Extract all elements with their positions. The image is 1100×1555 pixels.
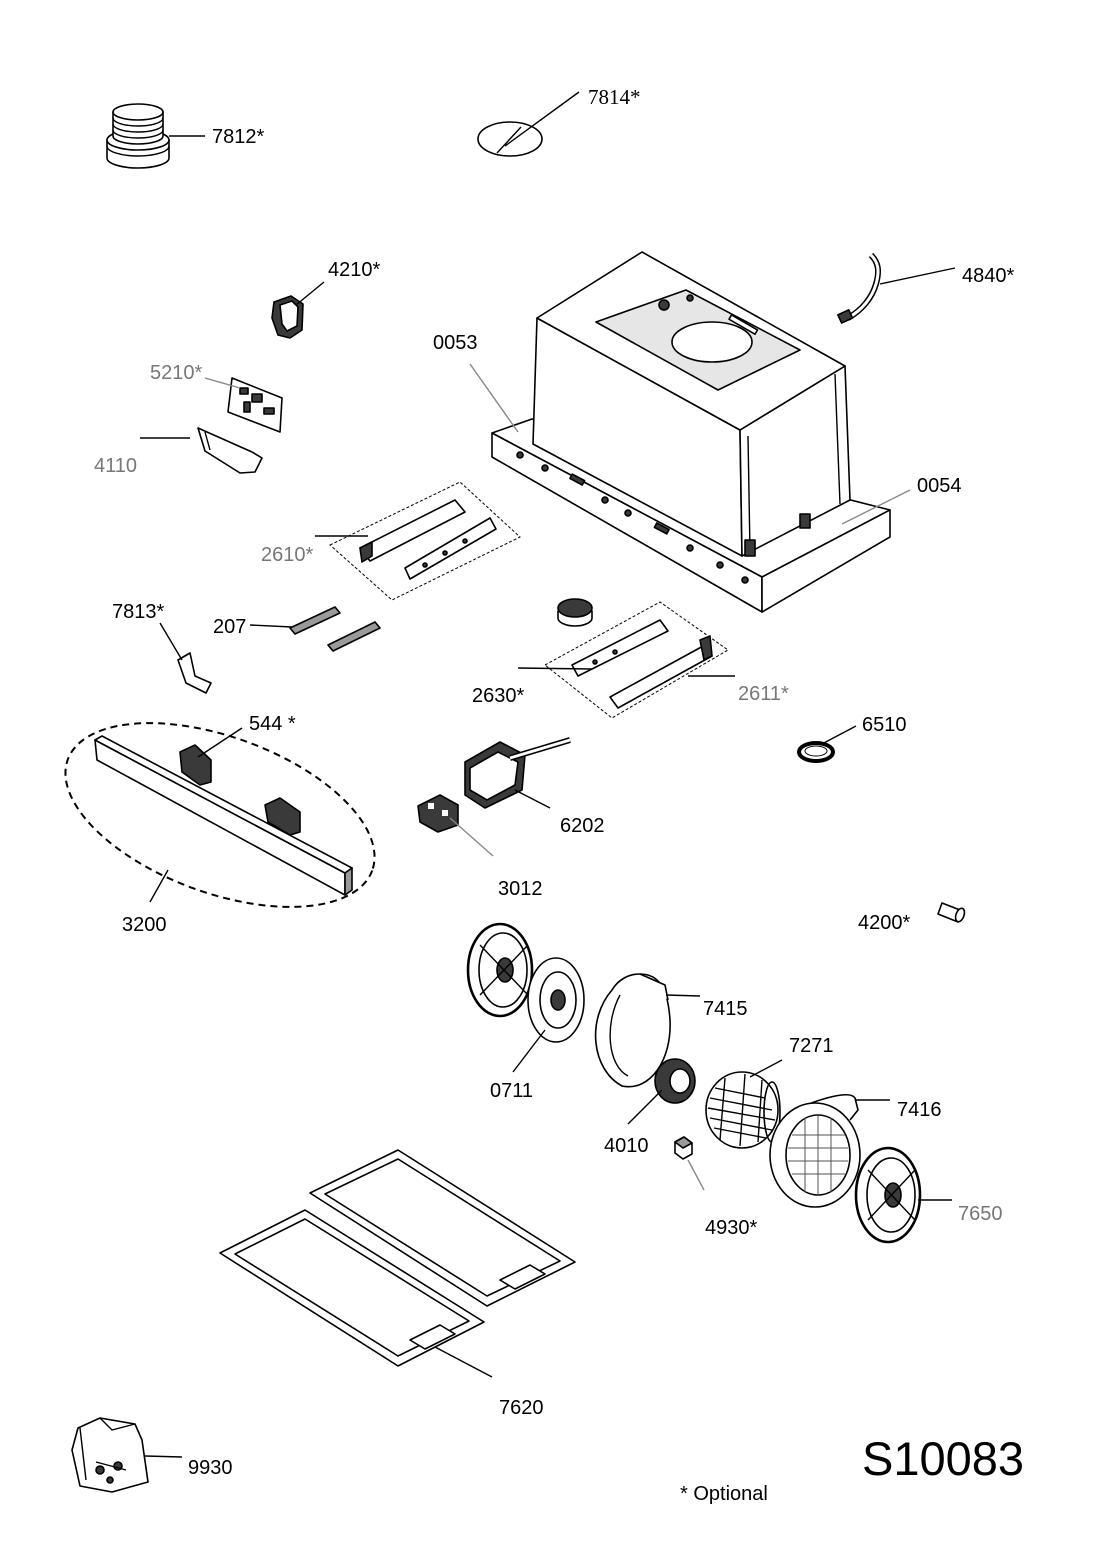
label-7620: 7620 xyxy=(499,1397,544,1419)
rail-kit-2630-2611 xyxy=(544,601,729,719)
front-panel-3200 xyxy=(64,722,376,908)
leader-7415 xyxy=(665,994,701,997)
label-4200: 4200* xyxy=(858,912,910,934)
box-top-opening xyxy=(671,321,753,363)
label-0711: 0711 xyxy=(490,1080,533,1102)
leader-7271 xyxy=(749,1059,783,1078)
knob xyxy=(557,598,593,627)
leader-6202 xyxy=(514,789,551,809)
label-7814: 7814* xyxy=(588,85,641,109)
ring-6510 xyxy=(797,741,835,763)
label-4010: 4010 xyxy=(604,1135,649,1157)
label-4210: 4210* xyxy=(328,259,380,281)
capacitor-4930 xyxy=(674,1136,693,1160)
label-6510: 6510 xyxy=(862,714,907,736)
clips-544 xyxy=(179,744,301,836)
bracket-4210 xyxy=(271,295,304,339)
label-3012: 3012 xyxy=(498,878,543,900)
fan-wheel-7271 xyxy=(705,1071,781,1149)
label-0053: 0053 xyxy=(433,332,478,354)
leader-2630 xyxy=(517,667,593,670)
power-cable-4840 xyxy=(837,252,882,324)
label-2611: 2611* xyxy=(738,683,789,705)
leader-3012 xyxy=(449,817,494,857)
label-7415: 7415 xyxy=(703,998,748,1020)
leader-9930 xyxy=(144,1455,183,1458)
leader-3200 xyxy=(149,869,169,903)
label-6202: 6202 xyxy=(560,815,605,837)
fan-housing-7416 xyxy=(769,1094,861,1208)
hood-body xyxy=(491,251,891,613)
hardware-bag-9930 xyxy=(71,1417,149,1493)
motor-plate-0711 xyxy=(527,957,585,1043)
drawing-number: S10083 xyxy=(862,1432,1024,1485)
control-board-5210 xyxy=(227,377,283,433)
label-2630: 2630* xyxy=(472,685,524,707)
strips-207 xyxy=(289,606,381,652)
board-cover-4110 xyxy=(197,427,263,474)
label-7650: 7650 xyxy=(958,1203,1003,1225)
leader-6510 xyxy=(819,725,857,746)
label-0054: 0054 xyxy=(917,475,962,497)
grease-filter-front xyxy=(219,1209,485,1367)
label-207: 207 xyxy=(213,616,246,638)
label-4110: 4110 xyxy=(94,455,137,477)
label-7271: 7271 xyxy=(789,1035,834,1057)
cover-disc-7814 xyxy=(477,121,543,157)
label-3200: 3200 xyxy=(122,914,167,936)
label-4840: 4840* xyxy=(962,265,1014,287)
leader-544 xyxy=(197,727,243,758)
label-7416: 7416 xyxy=(897,1099,942,1121)
motor-4010 xyxy=(654,1058,696,1104)
leader-4210 xyxy=(295,281,325,306)
label-544: 544 * xyxy=(249,713,296,735)
label-7812: 7812* xyxy=(212,126,264,148)
optional-footnote: * Optional xyxy=(680,1483,768,1505)
plate-0054 xyxy=(761,509,891,613)
leader-207 xyxy=(249,624,293,628)
connector-3012 xyxy=(417,794,459,833)
leader-7813 xyxy=(159,622,183,661)
bracket-7813 xyxy=(177,652,212,694)
leader-0711 xyxy=(512,1029,546,1073)
leader-4930 xyxy=(687,1159,705,1191)
lamp-4200 xyxy=(937,902,966,923)
rail-kit-2610 xyxy=(329,481,521,601)
leader-4840 xyxy=(879,267,956,285)
label-4930: 4930* xyxy=(705,1217,757,1239)
leader-7620 xyxy=(434,1346,493,1378)
leader-4010 xyxy=(627,1089,663,1125)
switch-6202 xyxy=(464,737,571,809)
carbon-filter-left xyxy=(466,922,534,1018)
label-2610: 2610* xyxy=(261,544,313,566)
carbon-filter-7650 xyxy=(854,1146,922,1244)
label-7813: 7813* xyxy=(112,601,164,623)
grease-filter-back xyxy=(309,1149,576,1307)
label-9930: 9930 xyxy=(188,1457,233,1479)
label-5210: 5210* xyxy=(150,362,202,384)
leader-5210 xyxy=(204,377,241,389)
grease-filters-7620 xyxy=(219,1149,576,1367)
duct-connector-7812 xyxy=(106,103,170,169)
frame-holes xyxy=(516,451,749,584)
leader-7814 xyxy=(504,91,580,147)
leader-0053 xyxy=(469,363,519,433)
leader-0054 xyxy=(841,489,911,525)
